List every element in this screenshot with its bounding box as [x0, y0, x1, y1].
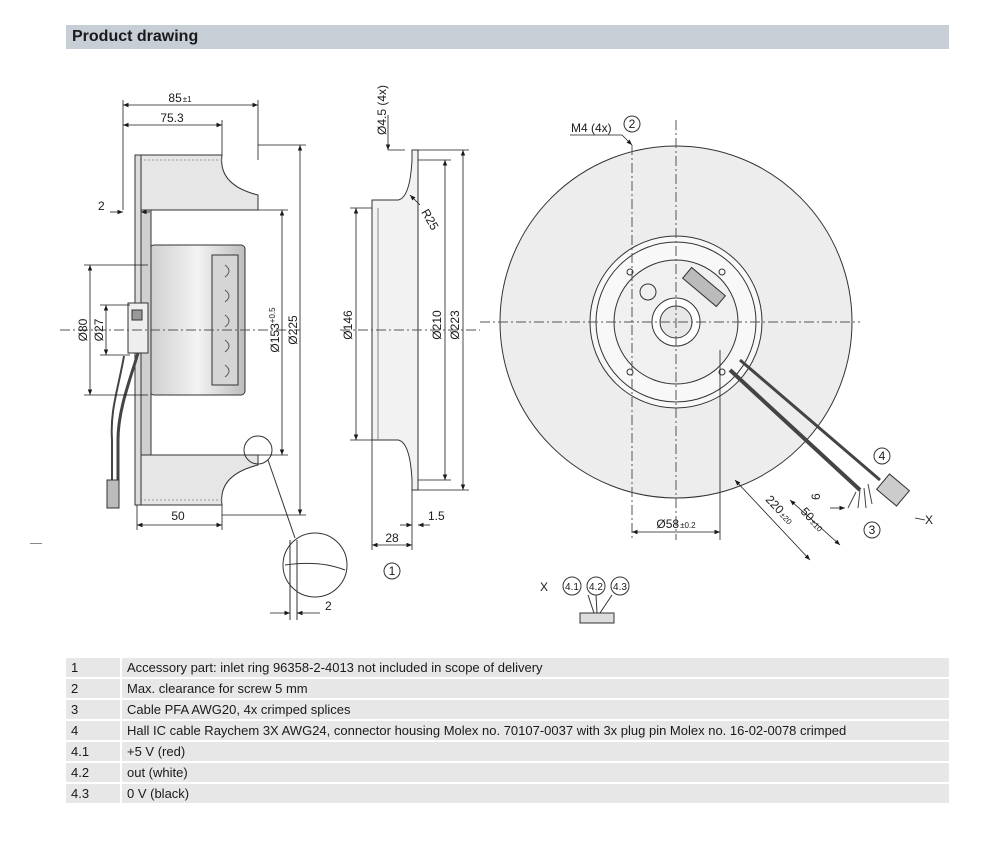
legend-row: 4.2 out (white)	[66, 763, 949, 782]
margin-mark	[30, 543, 42, 544]
side-view-dimensions	[84, 100, 320, 616]
legend-number: 4.1	[66, 742, 120, 761]
callout-1: 1	[383, 562, 401, 580]
dim-d153: Ø153	[268, 323, 282, 353]
legend-text: +5 V (red)	[122, 742, 949, 761]
svg-text:3: 3	[869, 523, 876, 537]
side-view	[60, 154, 348, 620]
legend-row: 4.3 0 V (black)	[66, 784, 949, 803]
legend-text: 0 V (black)	[122, 784, 949, 803]
dim-d27: Ø27	[92, 318, 106, 341]
dim-d153-tolerance: +0.5	[268, 307, 277, 323]
legend-row: 2 Max. clearance for screw 5 mm	[66, 679, 949, 698]
front-view-dimensions	[570, 134, 926, 561]
dim-2-detail: 2	[325, 599, 332, 613]
dim-d80: Ø80	[76, 318, 90, 341]
callout-2: 2	[623, 115, 641, 133]
legend-text: Hall IC cable Raychem 3X AWG24, connecto…	[122, 721, 949, 740]
legend-number: 2	[66, 679, 120, 698]
product-drawing: 85±1 75.3 2 Ø80 Ø27 Ø153+0.5 Ø225 50 2 Ø…	[60, 85, 933, 624]
view-x: X 4.1 4.2 4.3	[540, 576, 630, 624]
svg-text:1: 1	[389, 564, 396, 578]
svg-text:85±1: 85±1	[168, 91, 192, 105]
legend-table: 1 Accessory part: inlet ring 96358-2-401…	[66, 656, 949, 805]
dim-28: 28	[385, 531, 399, 545]
legend-text: out (white)	[122, 763, 949, 782]
dim-d58-tolerance: ±0.2	[680, 521, 696, 530]
dim-m4: M4 (4x)	[571, 121, 612, 135]
dim-50: 50	[171, 509, 185, 523]
legend-row: 3 Cable PFA AWG20, 4x crimped splices	[66, 700, 949, 719]
side-view-labels: 85±1 75.3 2 Ø80 Ø27 Ø153+0.5 Ø225 50 2	[76, 91, 332, 613]
front-view	[480, 120, 911, 540]
dim-75-3: 75.3	[160, 111, 184, 125]
svg-text:Ø153+0.5: Ø153+0.5	[268, 307, 282, 353]
dim-1-5: 1.5	[428, 509, 445, 523]
svg-text:2: 2	[629, 117, 636, 131]
view-x-arrow-label: X	[925, 513, 933, 527]
section-header: Product drawing	[66, 25, 949, 49]
svg-text:50±10: 50±10	[798, 504, 827, 534]
legend-text: Max. clearance for screw 5 mm	[122, 679, 949, 698]
svg-text:220±20: 220±20	[763, 492, 797, 527]
legend-row: 1 Accessory part: inlet ring 96358-2-401…	[66, 658, 949, 677]
legend-row: 4 Hall IC cable Raychem 3X AWG24, connec…	[66, 721, 949, 740]
dim-d225: Ø225	[286, 315, 300, 345]
callout-3: 3	[863, 521, 881, 539]
pin-4-1: 4.1	[565, 582, 579, 593]
pin-4-2: 4.2	[589, 582, 603, 593]
legend-text: Accessory part: inlet ring 96358-2-4013 …	[122, 658, 949, 677]
inlet-ring-view	[340, 149, 480, 491]
dim-85: 85	[168, 91, 182, 105]
legend-number: 1	[66, 658, 120, 677]
pin-4-3: 4.3	[613, 582, 627, 593]
dim-r25: R25	[418, 207, 441, 233]
legend-number: 4.2	[66, 763, 120, 782]
dim-6: 6	[809, 493, 823, 500]
dim-d58: Ø58	[656, 517, 679, 531]
inlet-ring-dimensions	[350, 115, 469, 550]
dim-d4-5: Ø4.5 (4x)	[375, 85, 389, 135]
view-x-label: X	[540, 580, 548, 594]
dim-2-top: 2	[98, 199, 105, 213]
dim-85-tolerance: ±1	[183, 95, 192, 104]
svg-text:4: 4	[879, 449, 886, 463]
svg-text:Ø58±0.2: Ø58±0.2	[656, 517, 696, 531]
dim-d210: Ø210	[430, 310, 444, 340]
legend-number: 4	[66, 721, 120, 740]
legend-number: 4.3	[66, 784, 120, 803]
legend-row: 4.1 +5 V (red)	[66, 742, 949, 761]
callout-4: 4	[873, 447, 891, 465]
section-title: Product drawing	[72, 28, 199, 45]
legend-number: 3	[66, 700, 120, 719]
legend-text: Cable PFA AWG20, 4x crimped splices	[122, 700, 949, 719]
dim-d146: Ø146	[341, 310, 355, 340]
dim-d223: Ø223	[448, 310, 462, 340]
